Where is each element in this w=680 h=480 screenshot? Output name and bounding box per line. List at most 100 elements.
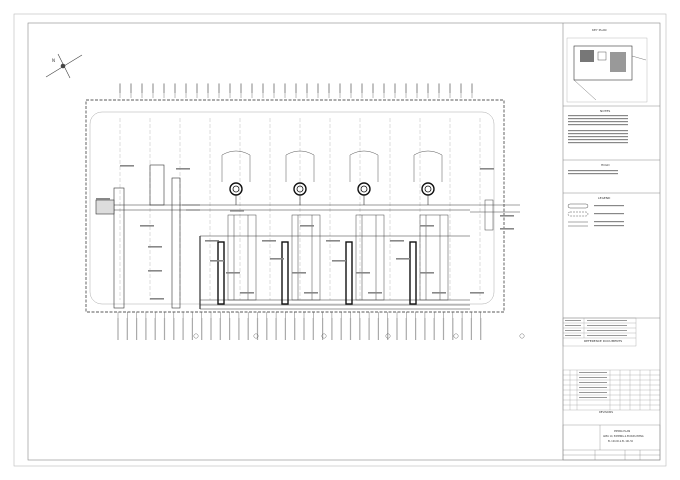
left-equipment [95,164,200,309]
annotation-text-mark [332,260,346,262]
callout-text-mark [383,84,385,93]
callout-text-mark [306,84,308,93]
callout-text-mark [349,318,352,340]
callout-text-mark [275,318,277,340]
callout-text-mark [207,84,209,93]
reference-text-mark [587,330,627,331]
annotations [96,115,628,300]
pump-icon [229,182,243,196]
annotation-text-mark [96,198,110,200]
section-marker-icon [519,333,525,339]
revision-text-mark [579,372,607,373]
pump-bay [345,150,385,305]
reference-text-mark [565,330,581,331]
pump-icon [357,182,371,196]
title-block [562,424,661,461]
annotation-text-mark [500,228,514,230]
note-text-mark [568,130,628,132]
pump-bay [281,150,321,305]
paved-area [89,111,495,305]
revision-text-mark [579,382,607,383]
pump-bay [217,150,257,305]
note-text-mark [568,121,628,123]
callout-text-mark [251,84,253,93]
callout-text-mark [394,84,396,93]
callout-text-mark [368,318,370,340]
annotation-text-mark [120,165,134,167]
annotation-text-mark [140,225,154,227]
callout-text-mark [163,318,166,340]
note-text-mark [568,133,628,135]
legend-text-mark [594,221,624,223]
callout-text-mark [130,84,132,93]
callout-text-mark [471,84,473,93]
callout-text-mark [163,84,165,93]
annotation-text-mark [150,298,164,300]
callout-text-mark [240,84,242,93]
callout-text-mark [154,318,156,340]
callout-text-mark [210,318,212,340]
callout-text-mark [303,318,305,340]
legend-title: LEGEND [598,196,611,200]
callout-text-mark [262,84,264,93]
annotation-text-mark [326,240,340,242]
bay-outline [291,214,321,301]
reference-text-mark [565,325,581,326]
annotation-text-mark [420,272,434,274]
title-line-3: EL 100.00 & EL 101.50 [608,440,634,443]
legend-text-mark [594,205,624,207]
callout-text-mark [312,318,314,340]
section-marker-icon [385,333,391,339]
callout-text-mark [126,318,128,340]
section-marker-icon [453,333,459,339]
annotation-text-mark [176,168,190,170]
callout-text-mark [117,318,119,340]
annotation-text-mark [240,292,254,294]
annotation-text-mark [230,210,244,212]
callout-text-mark [433,318,435,340]
callout-text-mark [449,84,451,93]
pump-impeller-icon [232,185,240,193]
revision-text-mark [579,387,607,388]
callout-text-mark [339,84,341,93]
annotation-text-mark [420,225,434,227]
callout-text-mark [470,318,472,340]
annotation-text-mark [500,215,514,217]
grid-lines [119,118,481,300]
callout-text-mark [295,84,297,93]
callout-text-mark [173,318,175,340]
callout-text-mark [273,84,275,93]
callout-text-mark [136,318,138,340]
bay-outline [419,214,449,301]
callout-text-mark [218,84,220,93]
callout-text-mark [174,84,176,93]
north-arrow: N [45,53,83,79]
bypass-riser [217,241,225,305]
callout-text-mark [340,318,342,340]
callout-text-mark [405,84,407,93]
annotation-text-mark [210,260,224,262]
callout-text-mark [377,318,379,340]
note-text-mark [568,142,628,144]
annotation-text-mark [148,246,162,248]
legend-text-mark [594,225,624,227]
notes-title: NOTES [600,109,610,113]
annotation-text-mark [480,168,494,170]
callout-text-mark [185,84,187,93]
bypass-riser [409,241,417,305]
annotation-text-mark [396,258,410,260]
callout-text-mark [294,318,296,340]
reference-text-mark [587,325,627,326]
callout-text-mark [328,84,330,93]
callout-text-mark [152,84,154,93]
reference-text-mark [565,335,581,336]
section-marker-icon [253,333,259,339]
pump-impeller-icon [296,185,304,193]
reference-table-frame [562,317,637,347]
callout-text-mark [361,84,363,93]
callout-text-mark [284,84,286,93]
pump-icon [421,182,435,196]
annotation-text-mark [270,258,284,260]
top-callouts [119,83,473,98]
